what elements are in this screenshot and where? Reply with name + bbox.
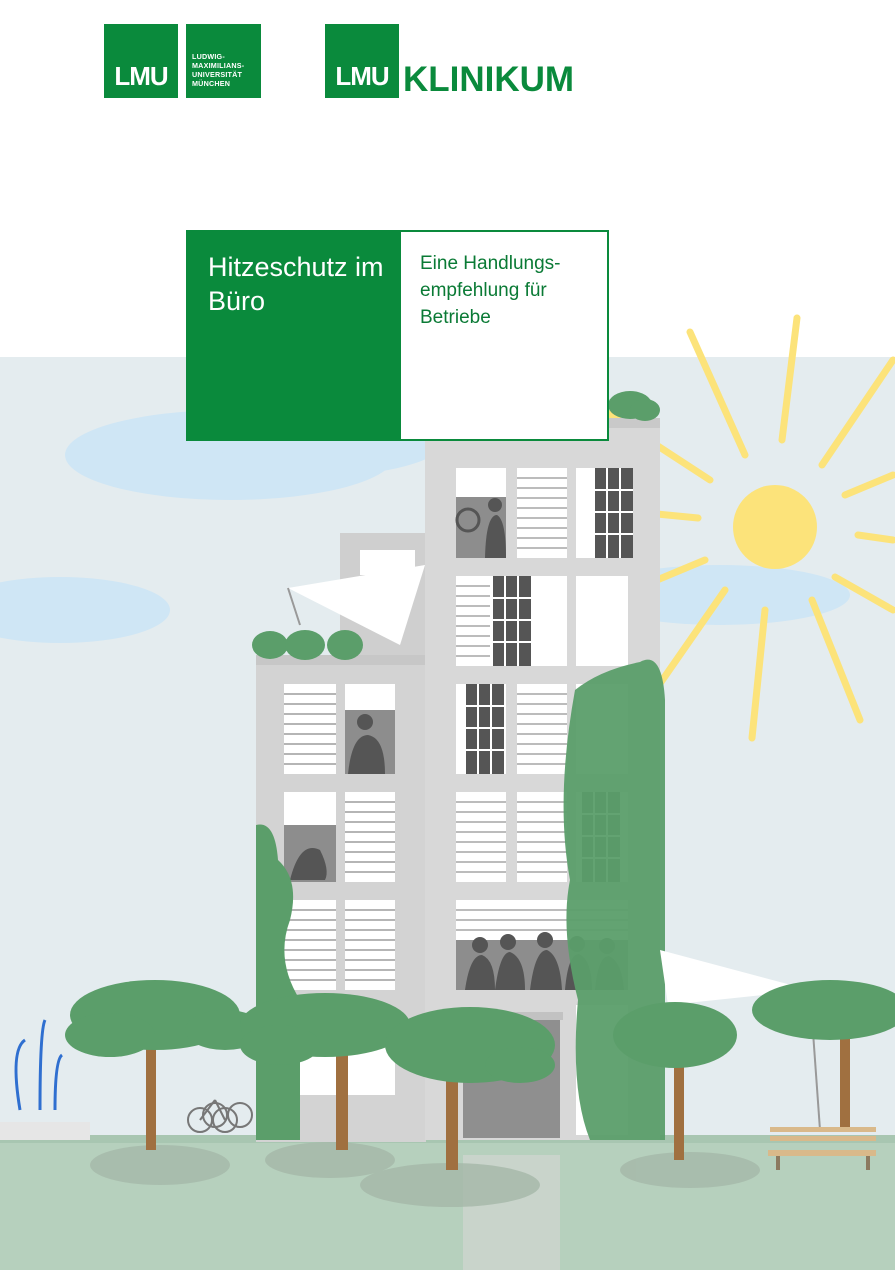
university-line: MAXIMILIANS- [192, 61, 245, 70]
bench-icon [768, 1127, 876, 1170]
page-subtitle: Eine Handlungs-empfehlung für Betriebe [420, 253, 561, 328]
lmu-klinikum-logo-word: LMU [335, 61, 389, 91]
lmu-university-name: LUDWIG- MAXIMILIANS- UNIVERSITÄT MÜNCHEN [186, 24, 261, 98]
tree-icon [752, 980, 895, 1130]
tree-icon [613, 1002, 737, 1160]
lmu-klinikum-logo: LMU [325, 24, 399, 98]
university-line: UNIVERSITÄT [192, 70, 243, 79]
university-line: MÜNCHEN [192, 79, 231, 88]
tree-icon [240, 993, 410, 1150]
sun-icon [561, 314, 895, 742]
bicycle-icon [187, 1099, 253, 1133]
klinikum-wordmark: KLINIKUM [403, 60, 575, 99]
lmu-logo-word: LMU [114, 61, 168, 91]
title-card: Hitzeschutz im Büro Eine Handlungs-empfe… [186, 230, 609, 441]
title-panel [188, 232, 401, 439]
tree-icon [385, 1007, 555, 1170]
university-line: LUDWIG- [192, 52, 225, 61]
fountain-icon [0, 1019, 90, 1140]
lmu-logo: LMU [104, 24, 178, 98]
page-title: Hitzeschutz im Büro [208, 252, 384, 316]
